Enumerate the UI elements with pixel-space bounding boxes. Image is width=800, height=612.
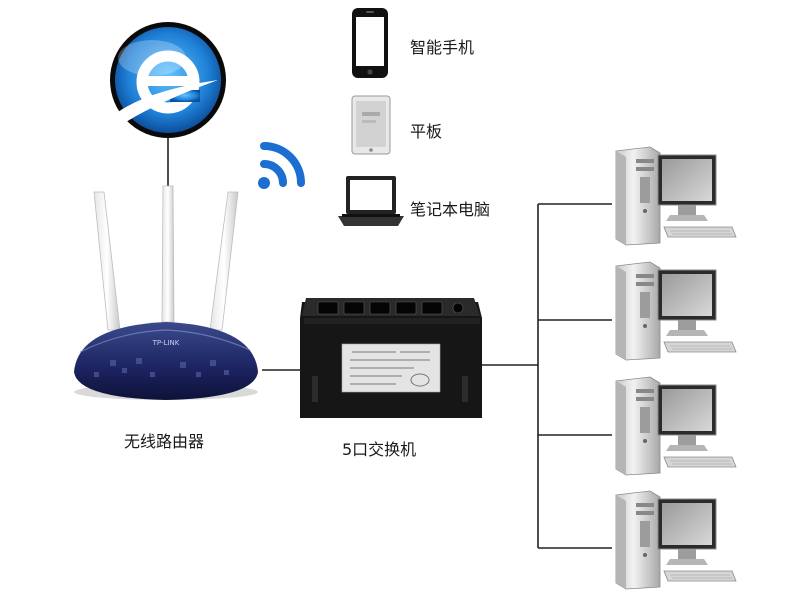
desktop-computers — [615, 146, 737, 590]
tablet-label: 平板 — [410, 122, 443, 141]
wifi-signal-icon — [258, 142, 305, 189]
laptop-icon — [338, 176, 404, 226]
internet-explorer-icon — [110, 22, 226, 138]
router-brand: TP-LINK — [152, 339, 180, 347]
wireless-router-icon: TP-LINK — [74, 185, 258, 400]
desktop-computer-icon — [615, 146, 737, 246]
desktop-computer-icon — [615, 261, 737, 361]
switch-ports — [317, 301, 464, 315]
tablet-icon — [351, 95, 391, 155]
desktop-computer-icon — [615, 490, 737, 590]
connection-lines — [167, 138, 612, 549]
router-antennas — [93, 185, 239, 331]
router-label: 无线路由器 — [124, 432, 205, 451]
laptop-label: 笔记本电脑 — [410, 200, 491, 219]
desktop-computer-icon — [615, 376, 737, 476]
smartphone-label: 智能手机 — [410, 38, 475, 57]
smartphone-icon — [352, 8, 388, 78]
switch-sticker-text-lines — [350, 351, 430, 385]
network-switch-icon — [300, 298, 482, 418]
switch-label: 5口交换机 — [342, 440, 417, 459]
